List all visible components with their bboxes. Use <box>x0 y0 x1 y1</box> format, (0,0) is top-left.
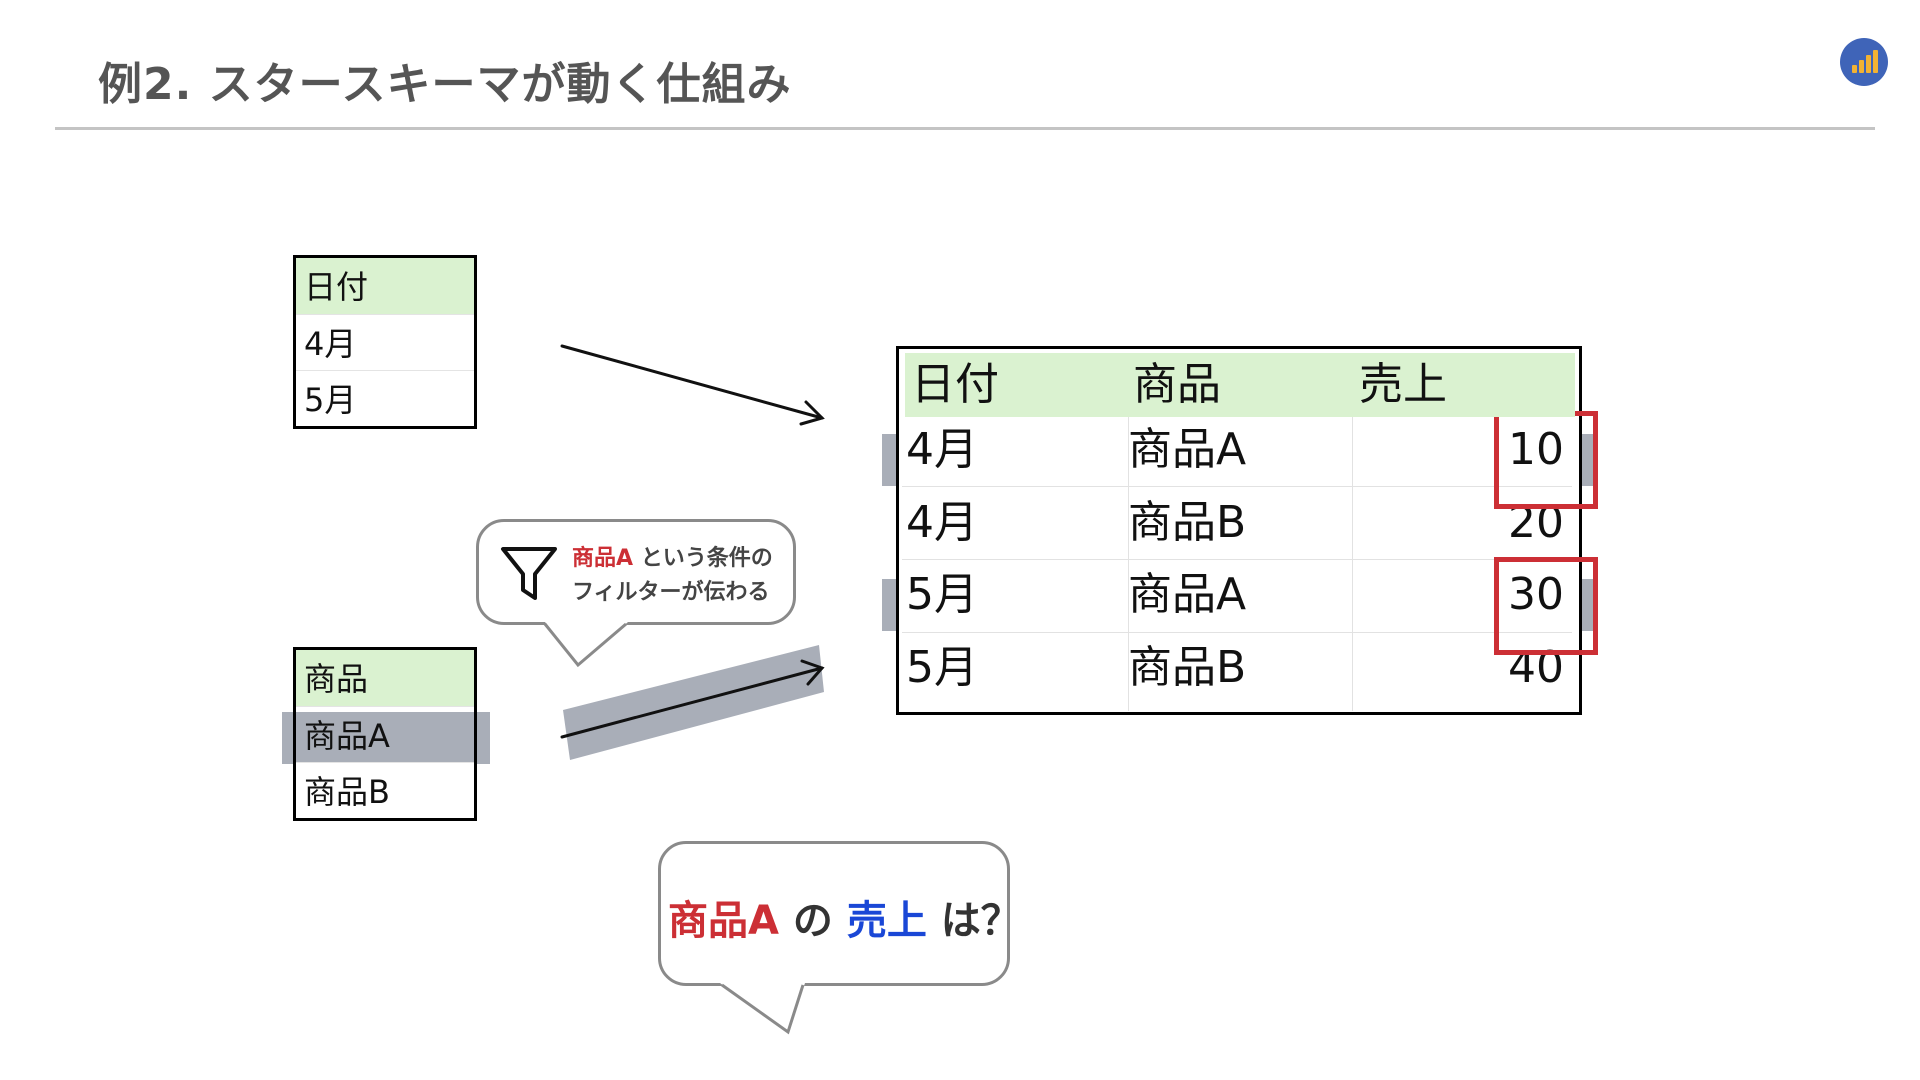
sales-fact-table: 日付 商品 売上 <box>896 346 1582 715</box>
title-divider <box>55 127 1875 130</box>
date-table-row: 5月 <box>296 370 474 426</box>
question-sales: 売上 <box>846 898 927 944</box>
fact-header-date: 日付 <box>911 359 999 410</box>
product-table-row: 商品B <box>296 762 474 818</box>
fact-cell-product: 商品B <box>1128 642 1247 693</box>
fact-cell-product: 商品A <box>1128 424 1247 475</box>
fact-cell-date: 5月 <box>906 569 978 620</box>
question-product: 商品A <box>668 898 779 944</box>
product-table-header: 商品 <box>296 650 474 706</box>
filter-text-line1: という条件の <box>633 546 773 571</box>
fact-cell-date: 5月 <box>906 642 978 693</box>
product-table-row: 商品A <box>296 706 474 762</box>
fact-cell-product: 商品B <box>1128 497 1247 548</box>
fact-header-product: 商品 <box>1133 359 1221 410</box>
question-end: は？ <box>926 898 1021 944</box>
fact-cell-date: 4月 <box>906 497 978 548</box>
fact-cell-sales: 10 <box>1508 424 1564 475</box>
date-dimension-table: 日付 4月 5月 <box>293 255 477 429</box>
filter-text-line2: フィルターが伝わる <box>572 580 770 605</box>
fact-table-header: 日付 商品 売上 <box>905 353 1575 417</box>
table-row: 5月 商品A 30 <box>896 559 1582 631</box>
fact-table-rows: 4月 商品A 10 4月 商品B 20 5月 商品A 30 5月 商品B 40 <box>896 346 1582 715</box>
question-bubble <box>658 841 1010 986</box>
product-dimension-table: 商品 商品A 商品B <box>293 647 477 821</box>
table-row: 4月 商品A 10 <box>896 414 1582 486</box>
filter-highlight-text: 商品A <box>572 546 634 571</box>
date-table-header: 日付 <box>296 258 474 314</box>
date-table-row: 4月 <box>296 314 474 370</box>
arrow-icon <box>560 659 825 739</box>
product-a-highlight <box>282 712 490 764</box>
fact-cell-product: 商品A <box>1128 569 1247 620</box>
arrow-icon <box>560 344 825 426</box>
question-text: 商品A の 売上 は？ <box>668 888 1021 946</box>
fact-header-sales: 売上 <box>1359 359 1447 410</box>
question-particle: の <box>778 898 847 944</box>
value-30-red-box <box>1494 557 1598 655</box>
logo-chart-icon <box>1840 38 1888 86</box>
fact-cell-sales: 30 <box>1508 569 1564 620</box>
fact-cell-date: 4月 <box>906 424 978 475</box>
filter-callout-text: 商品A という条件の フィルターが伝わる <box>572 542 773 610</box>
page-title: 例2. スタースキーマが動く仕組み <box>98 59 792 110</box>
